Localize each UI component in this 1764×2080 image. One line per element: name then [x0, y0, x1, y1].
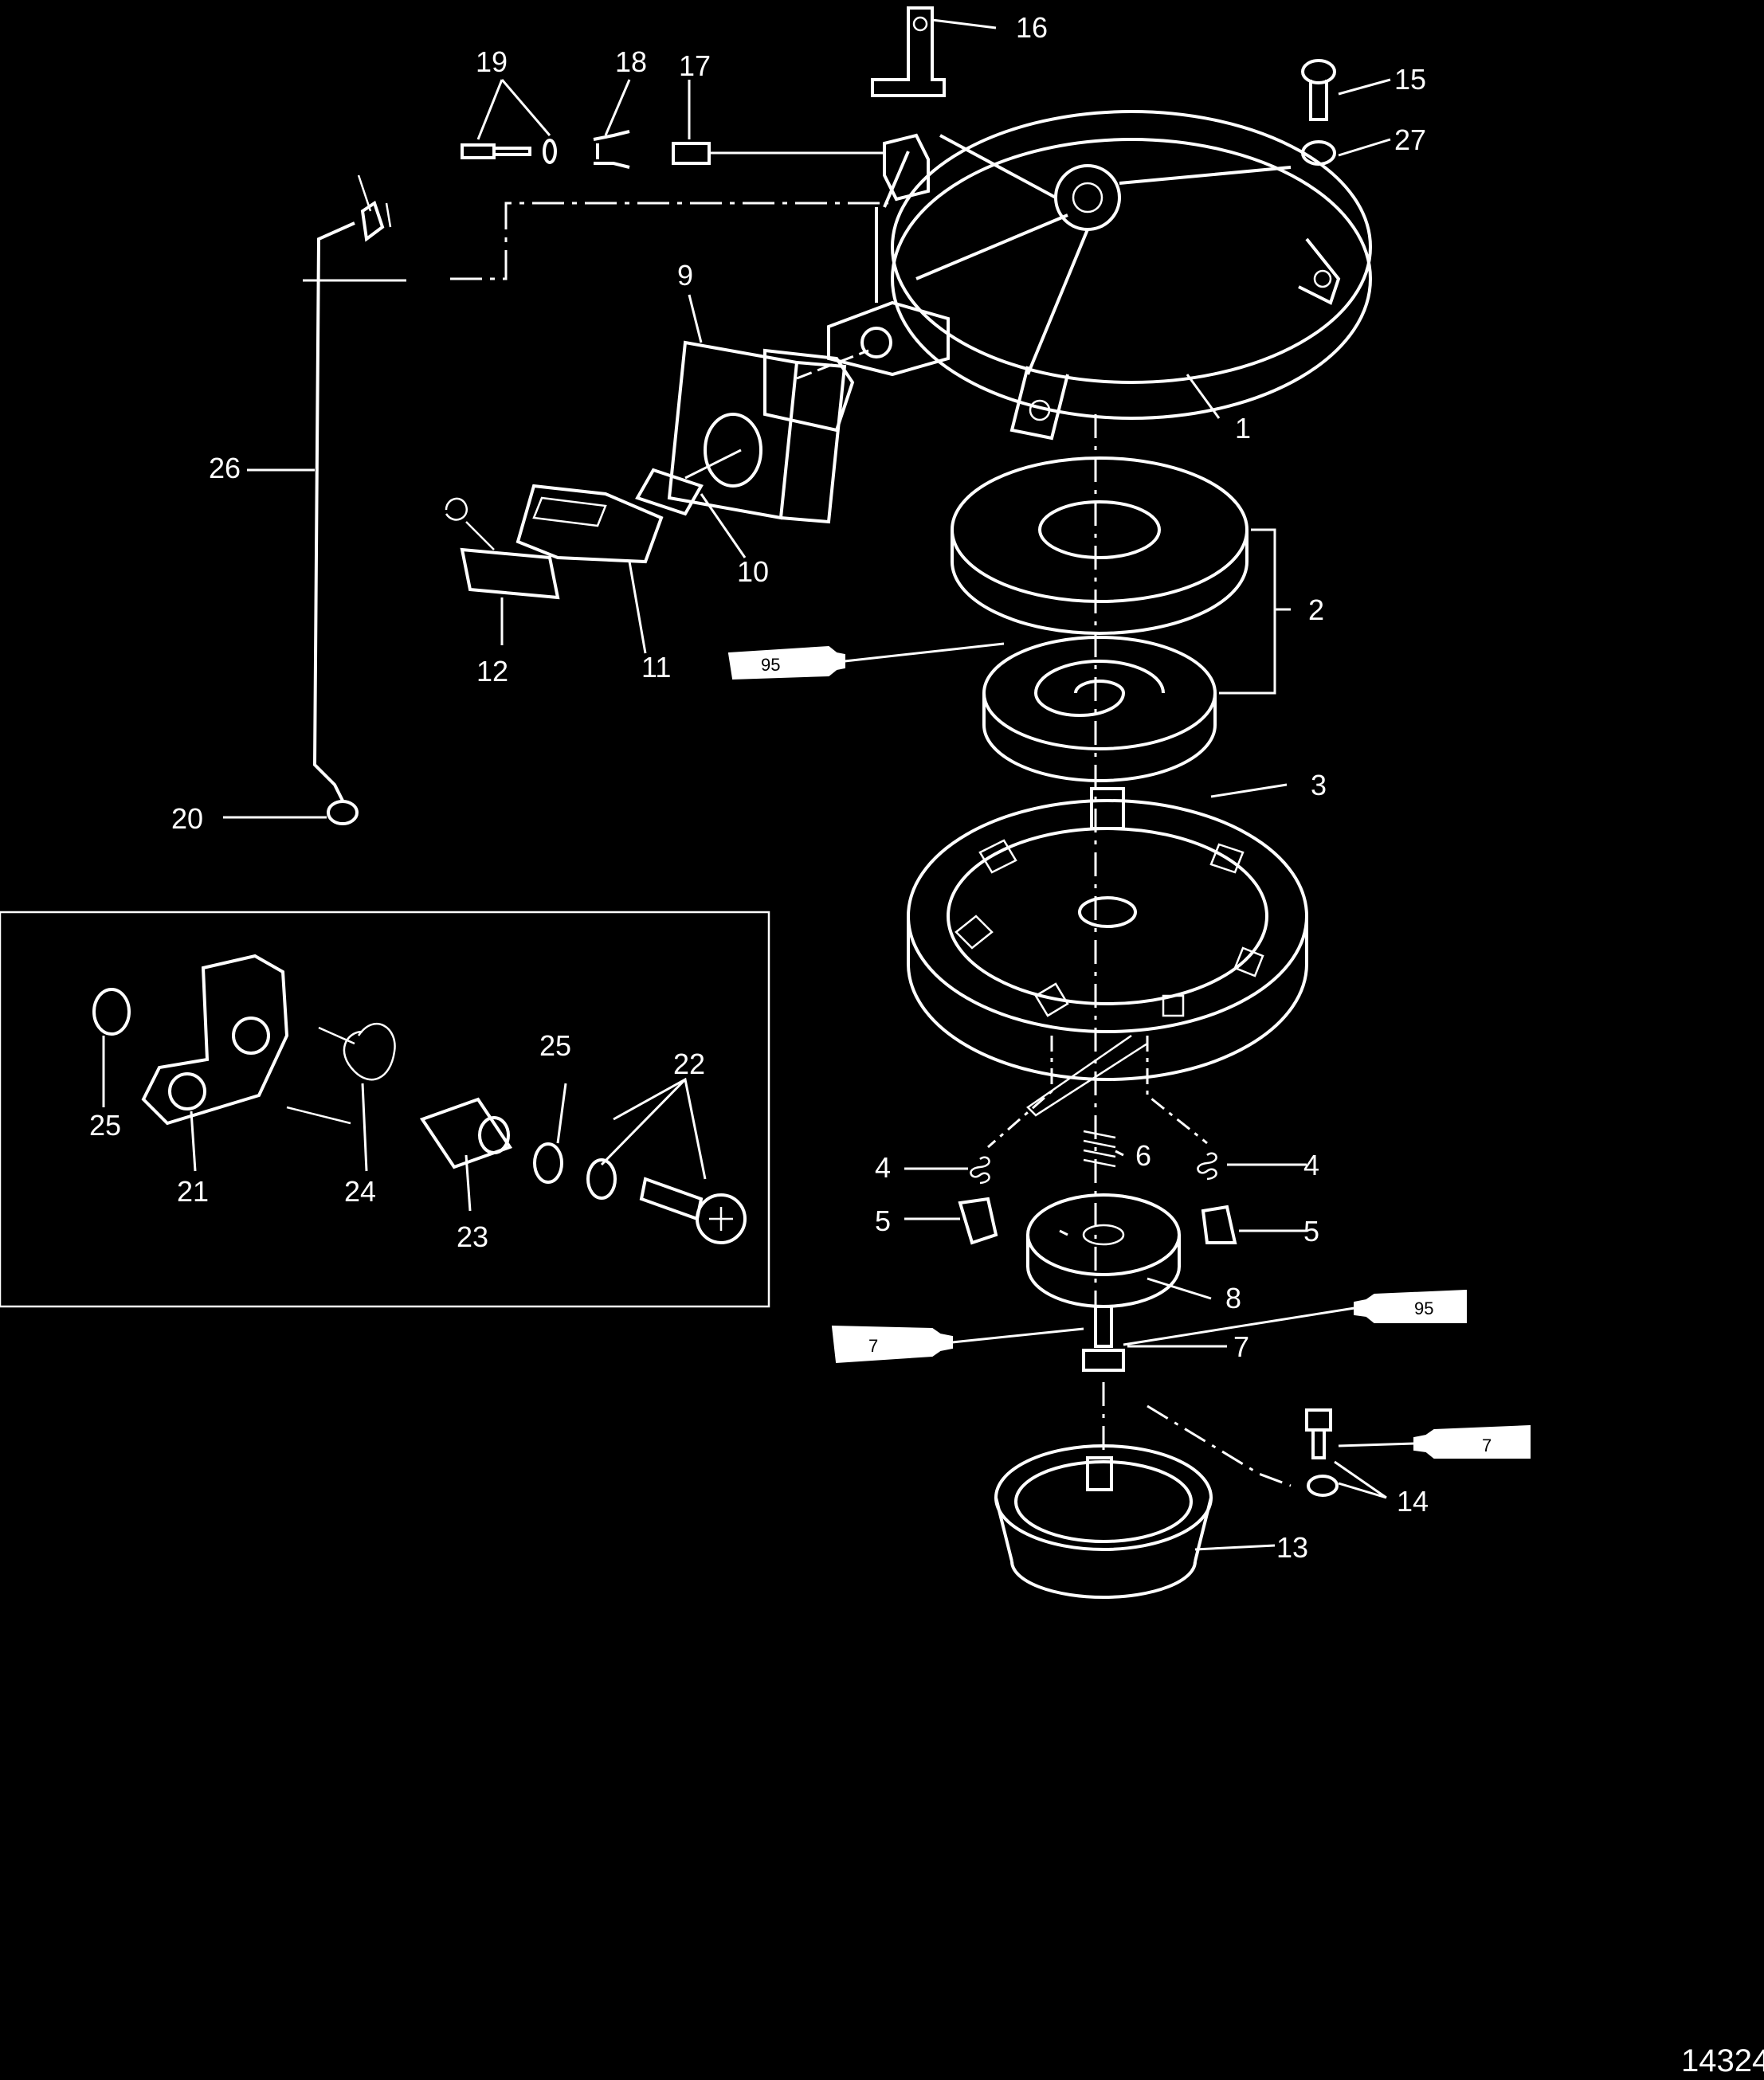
- callout-6: 6: [1135, 1139, 1151, 1172]
- callout-leaders: [102, 18, 1391, 1551]
- callout-26: 26: [209, 452, 241, 484]
- part-5-left-pawl: [958, 1197, 998, 1245]
- callout-10: 10: [737, 555, 769, 588]
- figure-number: 14324: [1681, 2043, 1764, 2078]
- part-8-retainer: [1026, 1193, 1181, 1308]
- callout-25-left: 25: [89, 1109, 121, 1142]
- part-10-grip-shaft: [635, 468, 704, 516]
- part-1-housing: [827, 110, 1372, 441]
- callout-14: 14: [1397, 1485, 1429, 1518]
- callout-24: 24: [344, 1175, 376, 1208]
- part-26-link-rod: [312, 174, 392, 801]
- part-12-insert: [445, 497, 560, 600]
- callout-4-left: 4: [875, 1151, 891, 1184]
- part-16-lever: [871, 6, 946, 97]
- callout-7: 7: [1233, 1330, 1249, 1363]
- part-20-link-end: [327, 800, 359, 825]
- part-4-left-spring: [970, 1156, 990, 1185]
- part-13-cup: [994, 1444, 1213, 1599]
- callout-12: 12: [476, 655, 508, 687]
- callout-13: 13: [1276, 1531, 1308, 1564]
- part-27-nut: [1301, 140, 1336, 166]
- lubricant-tube-icon: [1413, 1424, 1531, 1459]
- lubricant-tube-7-right: 7: [1338, 1424, 1531, 1459]
- callout-8: 8: [1225, 1282, 1241, 1314]
- callout-22: 22: [673, 1048, 705, 1080]
- callout-9: 9: [677, 259, 693, 292]
- lubricant-tube-icon: [727, 645, 845, 680]
- part-14-screw-washer: [1305, 1408, 1339, 1497]
- tube-label-7-left: 7: [868, 1336, 878, 1356]
- lubricant-tube-icon: [1354, 1289, 1467, 1323]
- callout-25-upper: 25: [539, 1029, 571, 1062]
- part-18-clip: [593, 130, 630, 169]
- callout-23: 23: [457, 1220, 488, 1253]
- assembly-center-lines: [303, 151, 1292, 1487]
- callout-18: 18: [615, 45, 647, 78]
- part-2-spring-assembly: [951, 456, 1249, 782]
- callout-2: 2: [1308, 593, 1324, 626]
- callout-1: 1: [1235, 412, 1251, 445]
- part-19-screw-washer: [461, 139, 557, 164]
- part-4-right-spring: [1197, 1152, 1217, 1181]
- callout-19: 19: [476, 45, 508, 78]
- part-link-block: [883, 133, 930, 202]
- part-15-bolt: [1301, 59, 1336, 121]
- tube-label-95-upper: 95: [761, 655, 780, 675]
- part-5-right-pawl: [1201, 1205, 1237, 1244]
- callout-20: 20: [171, 802, 203, 835]
- lubricant-tube-95-upper: 95: [727, 642, 1005, 680]
- callout-labels: 16 15 27 19 18 17 9 1 26 10 2 11 12 3 20…: [89, 11, 1429, 1564]
- part-3-pulley: [907, 787, 1308, 1117]
- callout-5-left: 5: [875, 1205, 891, 1237]
- callout-16: 16: [1016, 11, 1048, 44]
- lubricant-tube-7-left: 7: [831, 1325, 1084, 1364]
- callout-3: 3: [1311, 769, 1327, 801]
- lubricant-tube-95-lower: 95: [1123, 1289, 1467, 1346]
- callout-21: 21: [177, 1175, 209, 1208]
- part-11-grip: [515, 484, 664, 564]
- callout-27: 27: [1394, 123, 1426, 156]
- callout-11: 11: [641, 651, 671, 684]
- callout-5-right: 5: [1303, 1215, 1319, 1248]
- callout-4-right: 4: [1303, 1149, 1319, 1181]
- callout-15: 15: [1394, 63, 1426, 96]
- part-7-screw: [1082, 1305, 1125, 1372]
- tube-label-95-lower: 95: [1414, 1299, 1433, 1318]
- lubricant-tube-icon: [831, 1325, 953, 1364]
- part-9-handle-cover: [667, 340, 855, 524]
- part-6-spring: [1083, 1130, 1116, 1168]
- part-17-bushing: [672, 142, 711, 165]
- inset-detail-box: [0, 911, 770, 1308]
- tube-label-7-right: 7: [1482, 1436, 1492, 1455]
- callout-17: 17: [679, 49, 711, 82]
